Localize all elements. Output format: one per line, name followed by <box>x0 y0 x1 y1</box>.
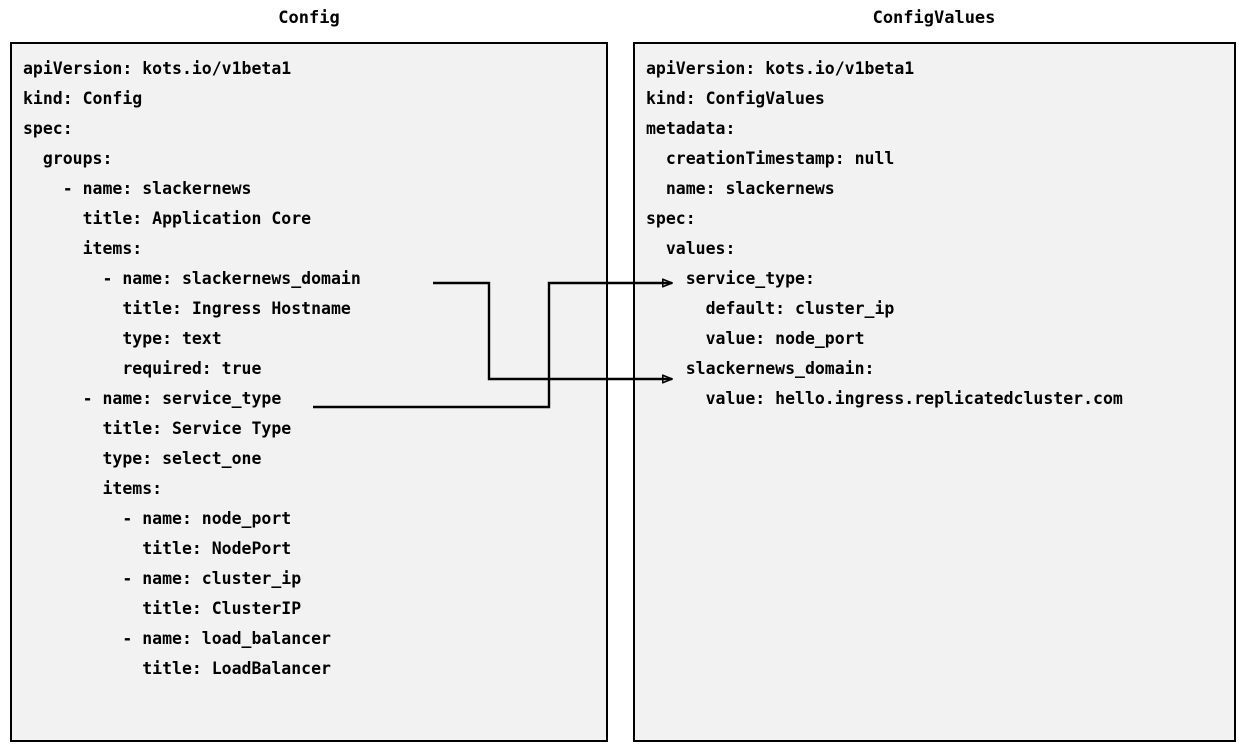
yaml-line: spec: <box>23 119 73 138</box>
yaml-line: type: text <box>23 329 222 348</box>
yaml-line: items: <box>23 479 163 498</box>
yaml-line: title: NodePort <box>23 539 292 558</box>
yaml-line: title: ClusterIP <box>23 599 302 618</box>
yaml-line: name: slackernews <box>646 179 835 198</box>
yaml-line: title: Ingress Hostname <box>23 299 351 318</box>
yaml-line: apiVersion: kots.io/v1beta1 <box>646 59 915 78</box>
yaml-line: - name: cluster_ip <box>23 569 302 588</box>
yaml-line: groups: <box>23 149 113 168</box>
config-panel: apiVersion: kots.io/v1beta1 kind: Config… <box>10 42 608 742</box>
yaml-line: title: LoadBalancer <box>23 659 331 678</box>
yaml-line: spec: <box>646 209 696 228</box>
yaml-line: metadata: <box>646 119 736 138</box>
yaml-line-service-type: service_type: <box>646 269 815 288</box>
yaml-line: title: Service Type <box>23 419 292 438</box>
config-yaml-block: apiVersion: kots.io/v1beta1 kind: Config… <box>23 54 602 684</box>
yaml-line: - name: load_balancer <box>23 629 331 648</box>
yaml-line-slackernews-domain: - name: slackernews_domain <box>23 269 361 288</box>
page-title-configvalues: ConfigValues <box>872 8 996 28</box>
yaml-line: required: true <box>23 359 262 378</box>
yaml-line: - name: slackernews <box>23 179 252 198</box>
page-title-config: Config <box>278 8 340 28</box>
yaml-line: kind: ConfigValues <box>646 89 825 108</box>
configvalues-yaml-block: apiVersion: kots.io/v1beta1 kind: Config… <box>646 54 1230 414</box>
yaml-line: creationTimestamp: null <box>646 149 895 168</box>
yaml-line: items: <box>23 239 143 258</box>
yaml-line: - name: node_port <box>23 509 292 528</box>
yaml-line: value: node_port <box>646 329 865 348</box>
yaml-line: values: <box>646 239 736 258</box>
yaml-line: value: hello.ingress.replicatedcluster.c… <box>646 389 1123 408</box>
yaml-line: type: select_one <box>23 449 262 468</box>
yaml-line-slackernews-domain: slackernews_domain: <box>646 359 875 378</box>
configvalues-panel: apiVersion: kots.io/v1beta1 kind: Config… <box>633 42 1236 742</box>
yaml-line-service-type: - name: service_type <box>23 389 282 408</box>
yaml-line: kind: Config <box>23 89 143 108</box>
yaml-line: apiVersion: kots.io/v1beta1 <box>23 59 292 78</box>
yaml-line: default: cluster_ip <box>646 299 895 318</box>
yaml-line: title: Application Core <box>23 209 312 228</box>
